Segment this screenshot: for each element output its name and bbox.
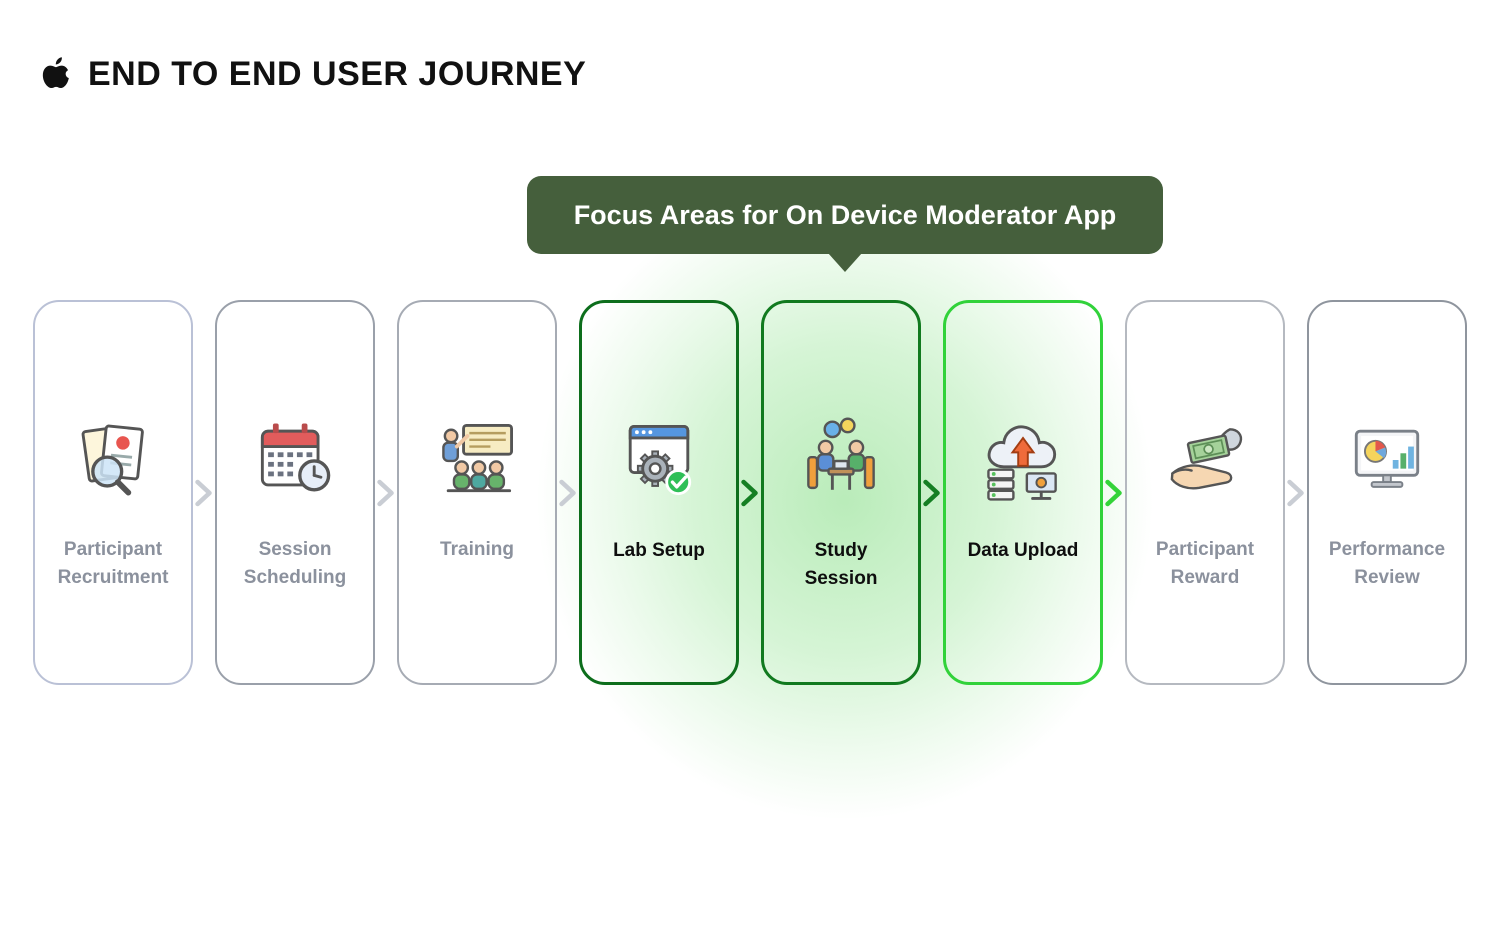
flow-arrow — [921, 300, 943, 685]
performance-review-icon — [1339, 412, 1435, 508]
arrow-right-icon — [1287, 479, 1304, 506]
card-label: Training — [440, 539, 514, 560]
card-participant-recruitment: Participant Recruitment — [33, 300, 193, 685]
focus-callout: Focus Areas for On Device Moderator App — [527, 176, 1163, 272]
study-session-icon — [793, 413, 889, 509]
arrow-right-icon — [741, 479, 758, 506]
card-label: Participant Recruitment — [57, 539, 169, 588]
flow-arrow — [1103, 300, 1125, 685]
card-lab-setup: Lab Setup — [579, 300, 739, 685]
card-label: Study Session — [804, 540, 878, 589]
data-upload-icon — [975, 413, 1071, 509]
session-scheduling-icon — [247, 412, 343, 508]
card-study-session: Study Session — [761, 300, 921, 685]
header: END TO END USER JOURNEY — [36, 52, 586, 96]
participant-reward-icon — [1157, 412, 1253, 508]
card-label: Data Upload — [967, 540, 1079, 561]
journey-row: Participant Recruitment — [33, 300, 1467, 685]
arrow-right-icon — [1105, 479, 1122, 506]
card-session-scheduling: Session Scheduling — [215, 300, 375, 685]
card-label: Performance Review — [1328, 539, 1446, 588]
training-icon — [429, 412, 525, 508]
arrow-right-icon — [195, 479, 212, 506]
arrow-right-icon — [377, 479, 394, 506]
participant-recruitment-icon — [65, 412, 161, 508]
page-title: END TO END USER JOURNEY — [88, 54, 587, 93]
card-participant-reward: Participant Reward — [1125, 300, 1285, 685]
card-label: Participant Reward — [1155, 539, 1255, 588]
focus-callout-text: Focus Areas for On Device Moderator App — [573, 199, 1117, 230]
card-data-upload: Data Upload — [943, 300, 1103, 685]
flow-arrow — [375, 300, 397, 685]
lab-setup-icon — [611, 413, 707, 509]
flow-arrow — [1285, 300, 1307, 685]
flow-arrow — [557, 300, 579, 685]
card-performance-review: Performance Review — [1307, 300, 1467, 685]
flow-arrow — [193, 300, 215, 685]
apple-logo-icon — [36, 52, 74, 96]
flow-arrow — [739, 300, 761, 685]
arrow-right-icon — [923, 479, 940, 506]
card-label: Session Scheduling — [243, 539, 347, 588]
card-training: Training — [397, 300, 557, 685]
card-label: Lab Setup — [613, 540, 705, 561]
callout-pointer — [828, 253, 862, 272]
arrow-right-icon — [559, 479, 576, 506]
